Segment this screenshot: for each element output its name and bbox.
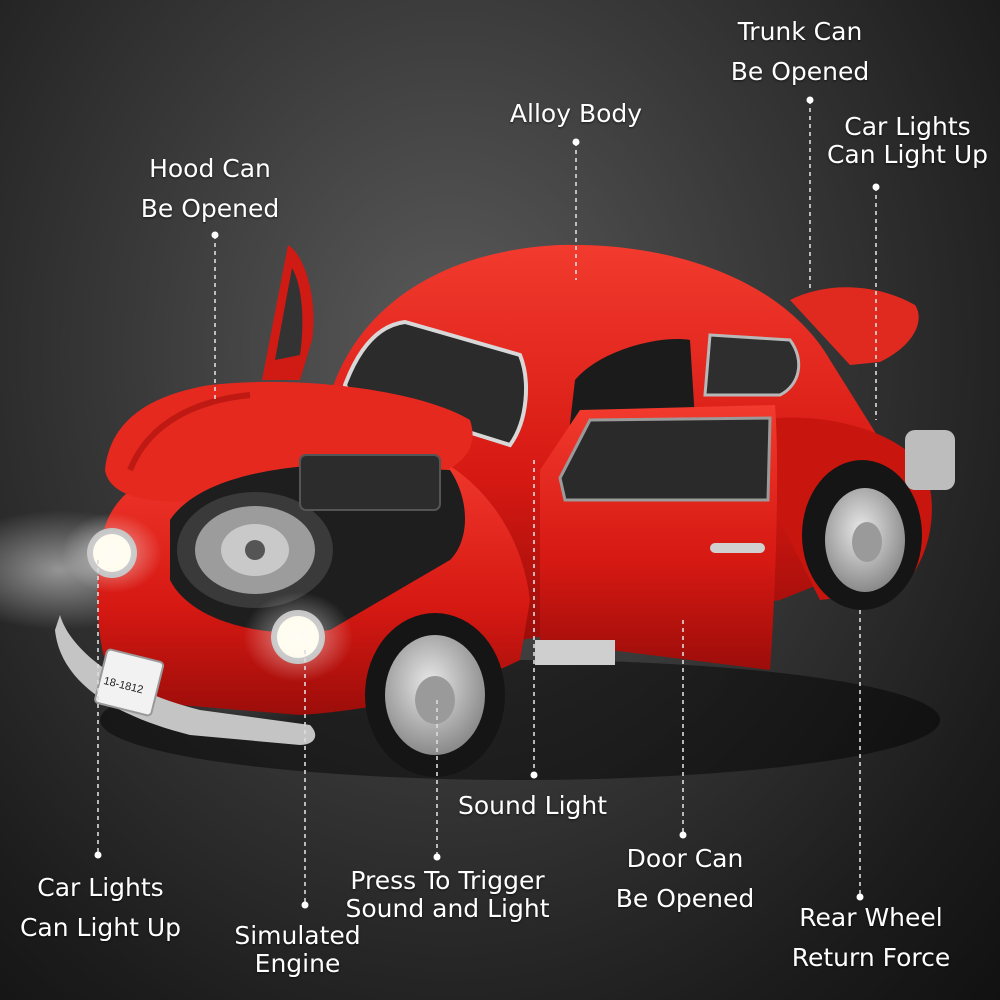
label-lights-rear-line2: Can Light Up <box>826 140 989 169</box>
leader-dots <box>94 96 880 909</box>
label-trunk-line1: Trunk Can <box>737 17 863 46</box>
label-alloy-line1: Alloy Body <box>509 99 643 128</box>
spare-tire-icon <box>177 492 333 608</box>
trunk-lid <box>790 287 919 365</box>
label-engine: Simulated Engine <box>225 922 370 978</box>
label-lights-front: Car Lights Can Light Up <box>8 868 193 948</box>
leader-lines <box>97 100 877 905</box>
rear-bumper <box>905 430 955 490</box>
label-sound: Sound Light <box>440 786 625 826</box>
label-rear-wheel-line1: Rear Wheel <box>799 903 943 932</box>
label-lights-rear: Car Lights Can Light Up <box>815 113 1000 169</box>
label-lights-front-line1: Car Lights <box>37 873 164 902</box>
front-side-door-window <box>275 268 303 360</box>
label-trigger-line2: Sound and Light <box>345 894 550 923</box>
label-trigger: Press To Trigger Sound and Light <box>335 867 560 923</box>
label-engine-line1: Simulated <box>234 921 361 950</box>
engine-block <box>299 454 441 511</box>
label-alloy: Alloy Body <box>486 94 666 134</box>
running-board <box>535 640 615 665</box>
side-window <box>703 333 801 397</box>
label-trunk-line2: Be Opened <box>730 57 870 86</box>
rear-wheel-icon <box>802 460 922 610</box>
label-sound-line1: Sound Light <box>457 791 608 820</box>
label-hood-line1: Hood Can <box>149 154 271 183</box>
label-lights-front-line2: Can Light Up <box>19 913 182 942</box>
door-handle <box>710 543 765 553</box>
label-rear-wheel: Rear Wheel Return Force <box>782 898 960 978</box>
label-door: Door Can Be Opened <box>605 839 765 919</box>
label-engine-line2: Engine <box>254 949 341 978</box>
label-door-line2: Be Opened <box>615 884 755 913</box>
label-lights-rear-line1: Car Lights <box>844 112 971 141</box>
label-door-line1: Door Can <box>626 844 744 873</box>
license-plate <box>94 648 165 717</box>
hood-crease <box>127 392 251 472</box>
label-trunk: Trunk Can Be Opened <box>720 12 880 92</box>
label-hood-line2: Be Opened <box>140 194 280 223</box>
door-window <box>558 416 772 502</box>
windshield <box>342 319 528 448</box>
label-hood: Hood Can Be Opened <box>130 149 290 229</box>
front-wheel-icon <box>365 613 505 777</box>
label-trigger-line1: Press To Trigger <box>350 866 545 895</box>
label-rear-wheel-line2: Return Force <box>791 943 951 972</box>
